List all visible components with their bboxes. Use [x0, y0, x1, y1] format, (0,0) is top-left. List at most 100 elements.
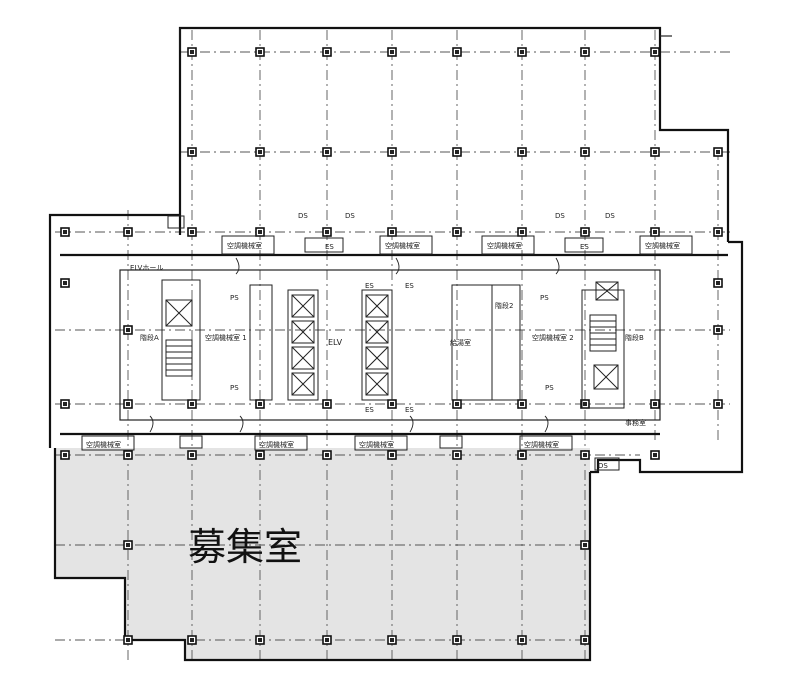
column-core	[653, 402, 657, 406]
column-core	[716, 230, 720, 234]
ac-room-label: 空調機械室	[359, 440, 394, 449]
column-core	[258, 230, 262, 234]
plan-labels: DS DS DS DS ES ES 空調機械室 空調機械室 空調機械室 空調機械…	[86, 212, 680, 470]
column-core	[716, 150, 720, 154]
elevator-car	[365, 320, 389, 344]
stair-2-label: 階段2	[495, 301, 513, 310]
column-core	[390, 402, 394, 406]
column-core	[716, 402, 720, 406]
elevator-car-cross	[365, 372, 389, 396]
available-room-area[interactable]	[55, 448, 590, 660]
column-core	[126, 230, 130, 234]
elevator-car-cross	[365, 320, 389, 344]
elv-label: ELV	[328, 338, 343, 347]
elevator-car	[291, 294, 315, 318]
columns	[60, 47, 723, 645]
ac-room-label: 空調機械室	[385, 241, 420, 250]
column-core	[258, 453, 262, 457]
ps-label: PS	[545, 384, 554, 392]
stair-b-label: 階段B	[625, 333, 644, 342]
elevator-car	[365, 346, 389, 370]
column-core	[455, 638, 459, 642]
column-core	[390, 453, 394, 457]
column-core	[520, 230, 524, 234]
column-core	[325, 230, 329, 234]
column-core	[520, 50, 524, 54]
column-core	[325, 453, 329, 457]
available-room-label: 募集室	[188, 525, 302, 569]
es-label: ES	[365, 282, 374, 290]
core-walls	[60, 253, 728, 436]
ac-room-label: 空調機械室	[86, 440, 121, 449]
column-core	[520, 453, 524, 457]
column-core	[258, 638, 262, 642]
column-core	[716, 281, 720, 285]
ac-room-label: 空調機械室	[227, 241, 262, 250]
column-core	[63, 230, 67, 234]
elevator-car	[291, 372, 315, 396]
column-core	[455, 453, 459, 457]
elevator-car	[291, 346, 315, 370]
column-core	[520, 638, 524, 642]
elevator-car-cross	[291, 320, 315, 344]
elv-hall-label: ELVホール	[130, 264, 163, 272]
column-core	[583, 543, 587, 547]
core-rooms	[81, 215, 693, 471]
column-core	[126, 453, 130, 457]
office-label: 事務室	[625, 418, 646, 427]
column-core	[716, 328, 720, 332]
column-core	[653, 50, 657, 54]
column-core	[126, 402, 130, 406]
column-core	[583, 402, 587, 406]
column-core	[390, 150, 394, 154]
ds-label: DS	[598, 462, 608, 470]
column-core	[258, 50, 262, 54]
column-core	[126, 638, 130, 642]
elevator-car-cross	[291, 372, 315, 396]
column-core	[190, 638, 194, 642]
ds-label: DS	[605, 212, 615, 220]
column-core	[325, 638, 329, 642]
column-core	[583, 50, 587, 54]
column-core	[126, 328, 130, 332]
column-core	[455, 50, 459, 54]
stair-b-steps	[589, 314, 617, 352]
es-label: ES	[325, 243, 334, 251]
elevator-car-cross	[365, 294, 389, 318]
column-core	[325, 150, 329, 154]
ac-room-2-label: 空調機械室 2	[532, 333, 574, 342]
es-label: ES	[405, 282, 414, 290]
elevator-car	[365, 294, 389, 318]
column-core	[126, 543, 130, 547]
column-core	[520, 150, 524, 154]
ps-label: PS	[540, 294, 549, 302]
sanitary-label: 給湯室	[450, 338, 471, 347]
column-core	[325, 402, 329, 406]
elevator-car-cross	[291, 294, 315, 318]
column-core	[258, 402, 262, 406]
column-core	[653, 230, 657, 234]
column-core	[455, 230, 459, 234]
column-core	[190, 453, 194, 457]
ds-label: DS	[298, 212, 308, 220]
elevator-car-cross	[365, 346, 389, 370]
column-core	[583, 150, 587, 154]
es-label: ES	[405, 406, 414, 414]
stair-a-label: 階段A	[140, 333, 159, 342]
es-label: ES	[580, 243, 589, 251]
column-core	[390, 638, 394, 642]
column-core	[190, 230, 194, 234]
column-core	[455, 402, 459, 406]
column-core	[190, 402, 194, 406]
column-core	[583, 453, 587, 457]
ac-room-label: 空調機械室	[524, 440, 559, 449]
column-core	[63, 453, 67, 457]
column-core	[63, 281, 67, 285]
ps-label: PS	[230, 294, 239, 302]
column-core	[455, 150, 459, 154]
stair-a-steps	[165, 339, 193, 377]
column-core	[653, 453, 657, 457]
column-core	[583, 638, 587, 642]
column-core	[390, 50, 394, 54]
ac-room-label: 空調機械室	[259, 440, 294, 449]
